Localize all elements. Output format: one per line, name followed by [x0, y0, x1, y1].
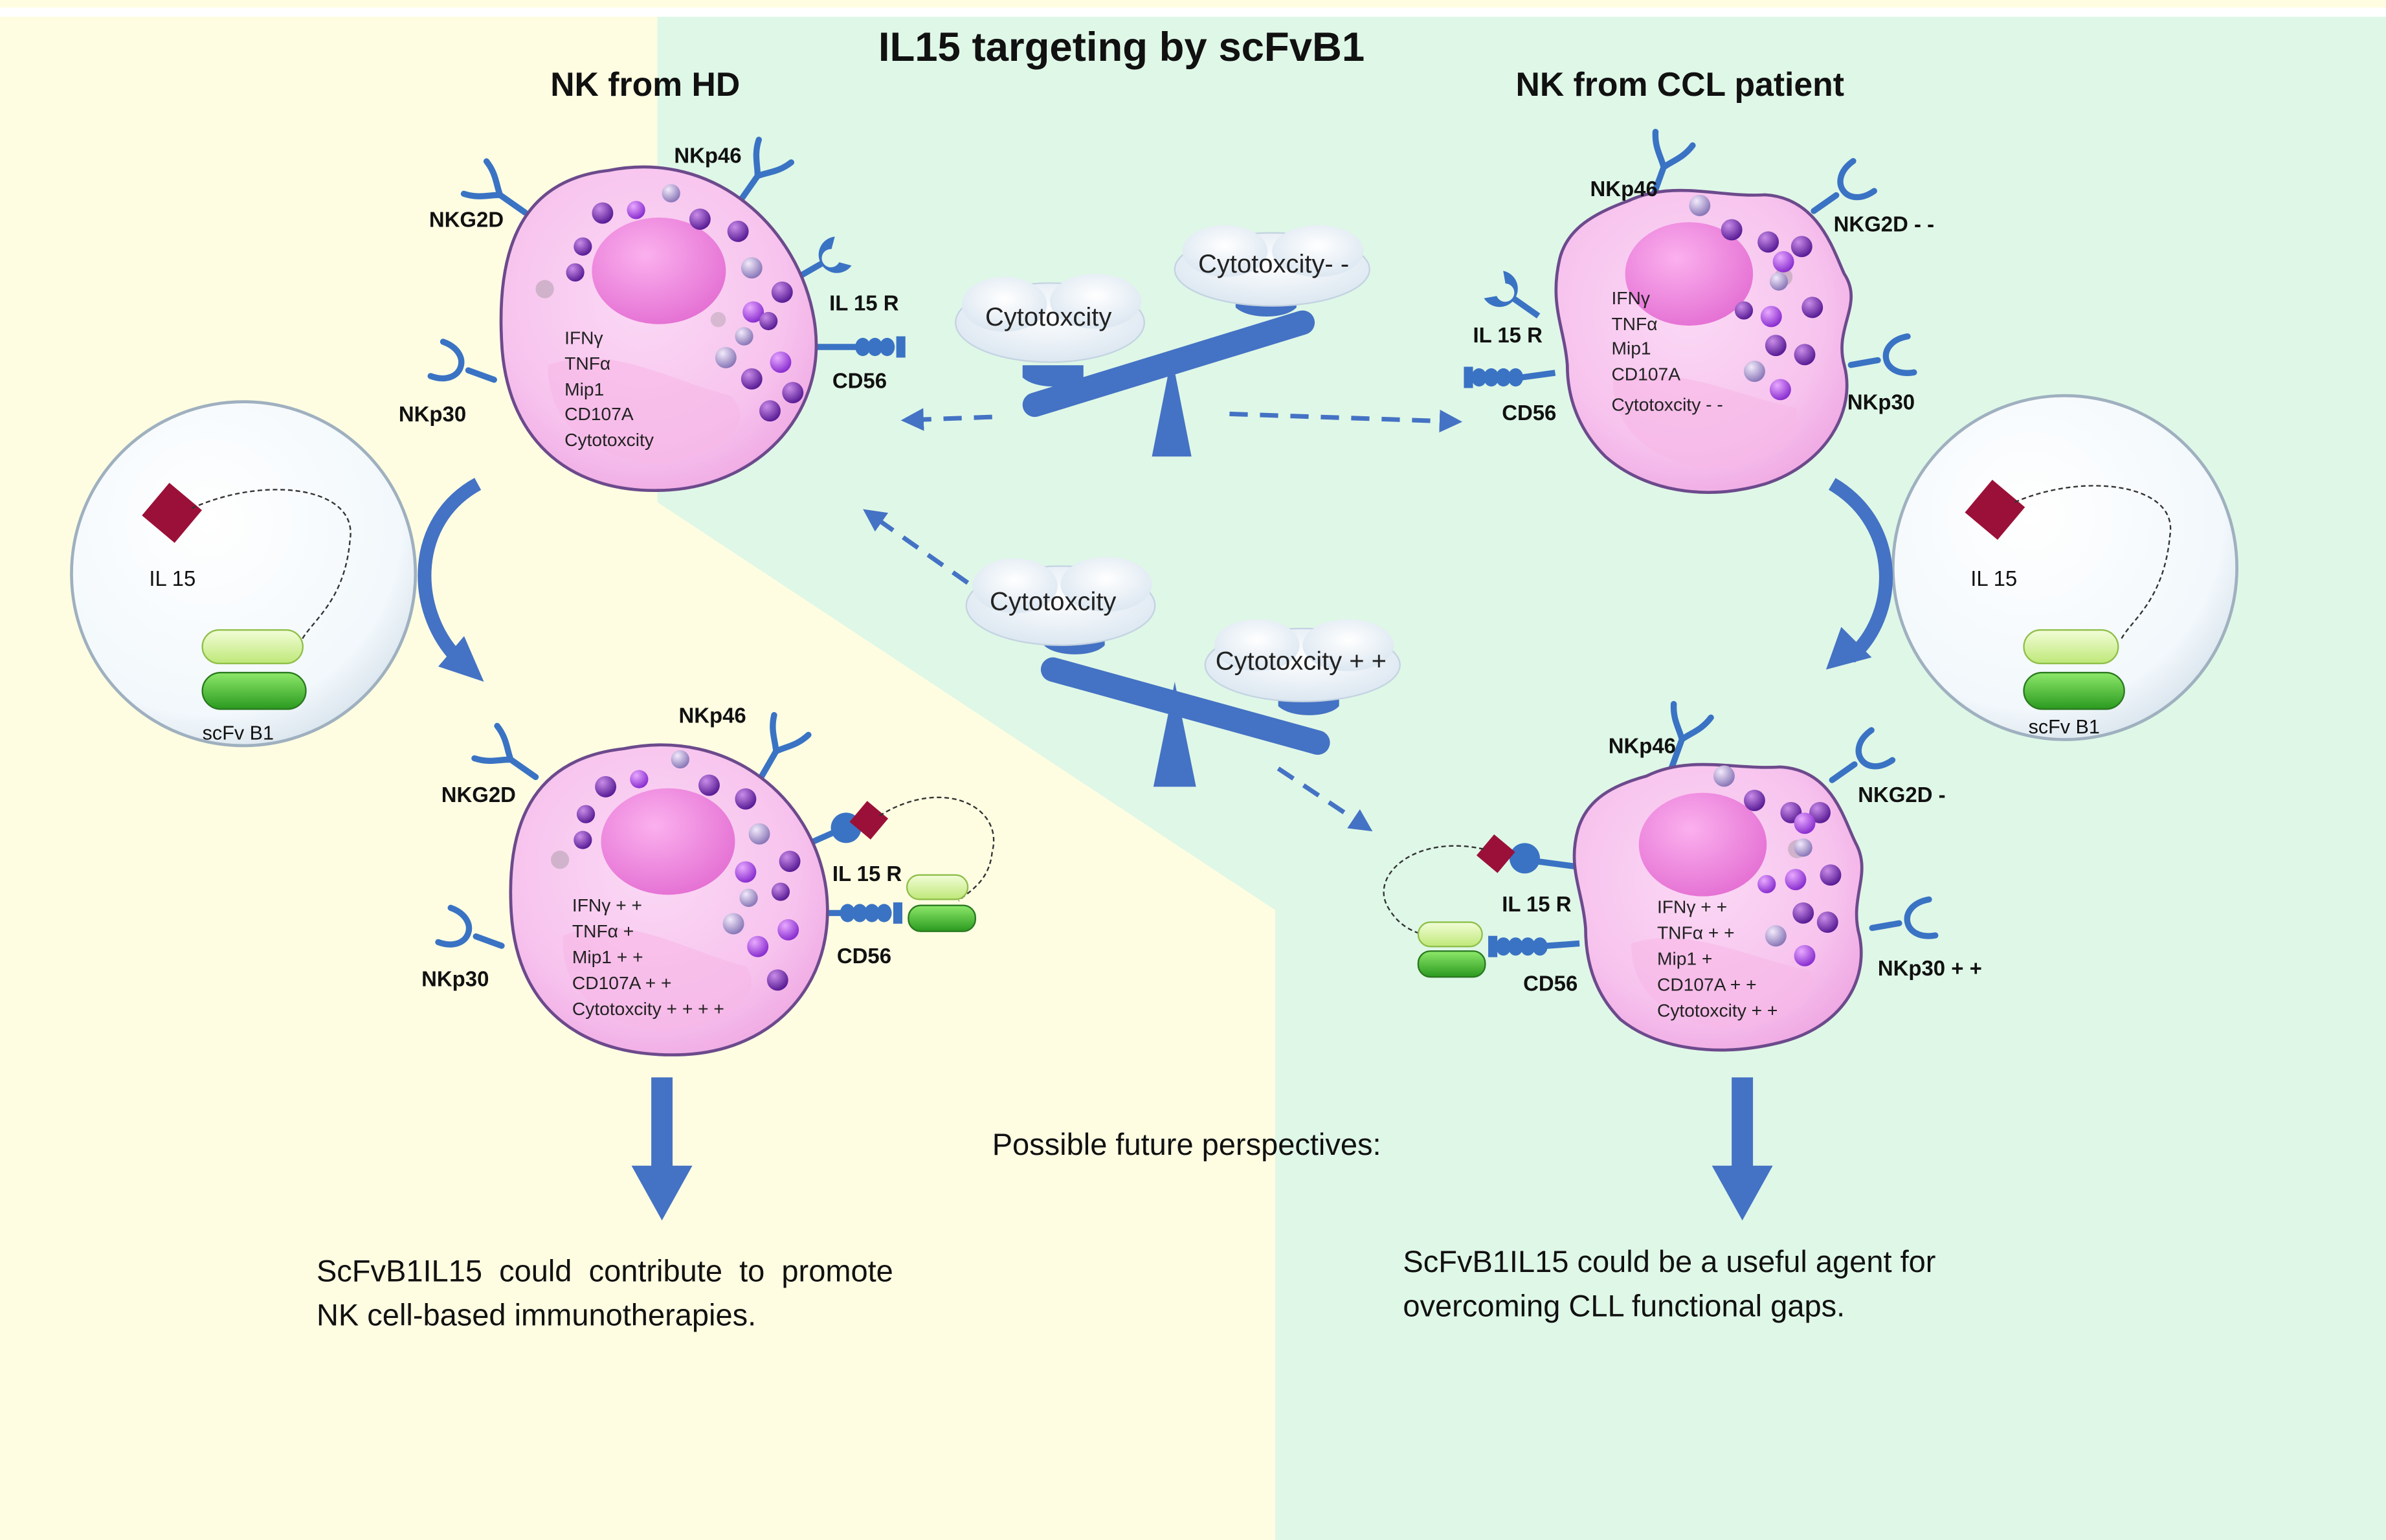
cloud-top-left — [955, 274, 1145, 363]
cll-down-arrow — [1711, 1077, 1773, 1221]
hd-top-line-1: IFNγ — [564, 327, 603, 348]
hd-bottom-line-3: Mip1 + + — [572, 946, 643, 967]
cll-top-line-1: IFNγ — [1611, 287, 1650, 308]
balance-bottom: Cytotoxcity Cytotoxcity + + — [965, 557, 1401, 787]
hd-down-arrow — [631, 1077, 693, 1221]
cll-bottom-nkp46-label: NKp46 — [1609, 734, 1676, 758]
cll-top-line-3: Mip1 — [1611, 338, 1651, 359]
cll-conclusion-line-2: overcoming CLL functional gaps. — [1403, 1288, 1845, 1322]
cll-top-il15r-label: IL 15 R — [1473, 323, 1543, 347]
cll-nk-cell-top: IFNγ TNFα Mip1 CD107A Cytotoxcity - - NK… — [1464, 132, 1934, 494]
left-header: NK from HD — [550, 65, 740, 103]
cll-bottom-line-3: Mip1 + — [1657, 948, 1712, 968]
right-header: NK from CCL patient — [1516, 65, 1844, 103]
hd-bottom-cd56-label: CD56 — [837, 944, 891, 968]
hd-conclusion-line-2: NK cell-based immunotherapies. — [317, 1298, 756, 1332]
hd-top-nkp30-label: NKp30 — [399, 402, 466, 426]
hd-top-nkp46-label: NKp46 — [674, 144, 741, 168]
cll-top-line-2: TNFα — [1611, 313, 1657, 334]
cll-inset-il15-label: IL 15 — [1970, 566, 2017, 590]
cloud-bottom-right — [1204, 619, 1401, 702]
hd-bottom-nkp46-label: NKp46 — [678, 704, 746, 728]
hd-top-line-4: CD107A — [564, 403, 634, 424]
hd-bottom-line-2: TNFα + — [572, 921, 634, 941]
balance-top: Cytotoxcity Cytotoxcity- - — [955, 225, 1370, 457]
dashed-arrows — [863, 408, 1463, 832]
cll-top-nkp30-label: NKp30 — [1847, 390, 1915, 414]
scfv-heavy-chain-icon — [201, 671, 307, 710]
il15-square-icon — [142, 482, 203, 543]
balance-top-left-label: Cytotoxcity — [985, 303, 1111, 331]
cll-nk-cell-bottom: IFNγ + + TNFα + + Mip1 + CD107A + + Cyto… — [1383, 704, 1982, 1052]
hd-bottom-nkg2d-label: NKG2D — [441, 783, 516, 807]
cll-bottom-line-2: TNFα + + — [1657, 922, 1735, 943]
hd-curved-arrow — [418, 478, 482, 662]
cll-top-nkg2d-label: NKG2D - - — [1834, 212, 1934, 236]
main-title: IL15 targeting by scFvB1 — [878, 25, 1365, 70]
cll-bottom-il15r-label: IL 15 R — [1502, 892, 1572, 916]
cll-bottom-line-4: CD107A + + — [1657, 974, 1757, 994]
hd-nk-cell-top: IFNγ TNFα Mip1 CD107A Cytotoxcity NKG2D … — [399, 140, 906, 493]
scfv-light-chain-icon — [2023, 629, 2119, 665]
cll-bottom-line-1: IFNγ + + — [1657, 896, 1727, 917]
perspectives-label: Possible future perspectives: — [992, 1127, 1381, 1161]
cll-top-line-5: Cytotoxcity - - — [1611, 394, 1723, 415]
hd-bottom-line-5: Cytotoxcity + + + + — [572, 998, 724, 1019]
cloud-bottom-left — [965, 557, 1156, 646]
hd-top-il15r-label: IL 15 R — [829, 291, 899, 315]
cll-top-nkp46-label: NKp46 — [1590, 177, 1658, 201]
cll-inset-scfv-label: scFv B1 — [2029, 716, 2100, 738]
hd-top-line-5: Cytotoxcity — [564, 429, 654, 450]
cll-conclusion-line-1: ScFvB1IL15 could be a useful agent for — [1403, 1244, 1935, 1278]
hd-bottom-nkp30-label: NKp30 — [421, 966, 489, 990]
cll-bottom-nkg2d-label: NKG2D - — [1858, 783, 1945, 807]
hd-nk-cell-bottom: IFNγ + + TNFα + Mip1 + + CD107A + + Cyto… — [421, 704, 995, 1056]
hd-bottom-line-1: IFNγ + + — [572, 895, 642, 915]
cll-top-cd56-label: CD56 — [1502, 401, 1556, 425]
cll-scfvb1-inset: IL 15 scFv B1 — [1891, 394, 2238, 741]
balance-bottom-right-label: Cytotoxcity + + — [1216, 647, 1387, 675]
cll-top-line-4: CD107A — [1611, 364, 1680, 385]
hd-inset-il15-label: IL 15 — [149, 566, 195, 590]
hd-bottom-line-4: CD107A + + — [572, 972, 672, 993]
cll-bottom-cd56-label: CD56 — [1523, 971, 1578, 995]
cll-bottom-line-5: Cytotoxcity + + — [1657, 999, 1778, 1020]
hd-bottom-il15r-label: IL 15 R — [832, 862, 902, 886]
balance-top-right-label: Cytotoxcity- - — [1198, 250, 1349, 278]
hd-top-line-2: TNFα — [564, 353, 610, 374]
hd-scfvb1-inset: IL 15 scFv B1 — [70, 400, 418, 748]
scfv-light-chain-icon — [201, 629, 304, 665]
il15-square-icon — [1965, 480, 2025, 540]
scfv-heavy-chain-icon — [2023, 671, 2125, 710]
hd-conclusion-line-1: ScFvB1IL15 could contribute to promote — [317, 1253, 893, 1288]
balance-bottom-left-label: Cytotoxcity — [990, 588, 1116, 616]
hd-top-cd56-label: CD56 — [832, 368, 887, 392]
hd-top-line-3: Mip1 — [564, 379, 604, 399]
cll-curved-arrow — [1828, 478, 1893, 663]
hd-inset-scfv-label: scFv B1 — [203, 722, 274, 744]
cll-bottom-nkp30-label: NKp30 + + — [1878, 956, 1982, 980]
hd-top-nkg2d-label: NKG2D — [429, 207, 504, 231]
cloud-top-right — [1174, 225, 1370, 307]
